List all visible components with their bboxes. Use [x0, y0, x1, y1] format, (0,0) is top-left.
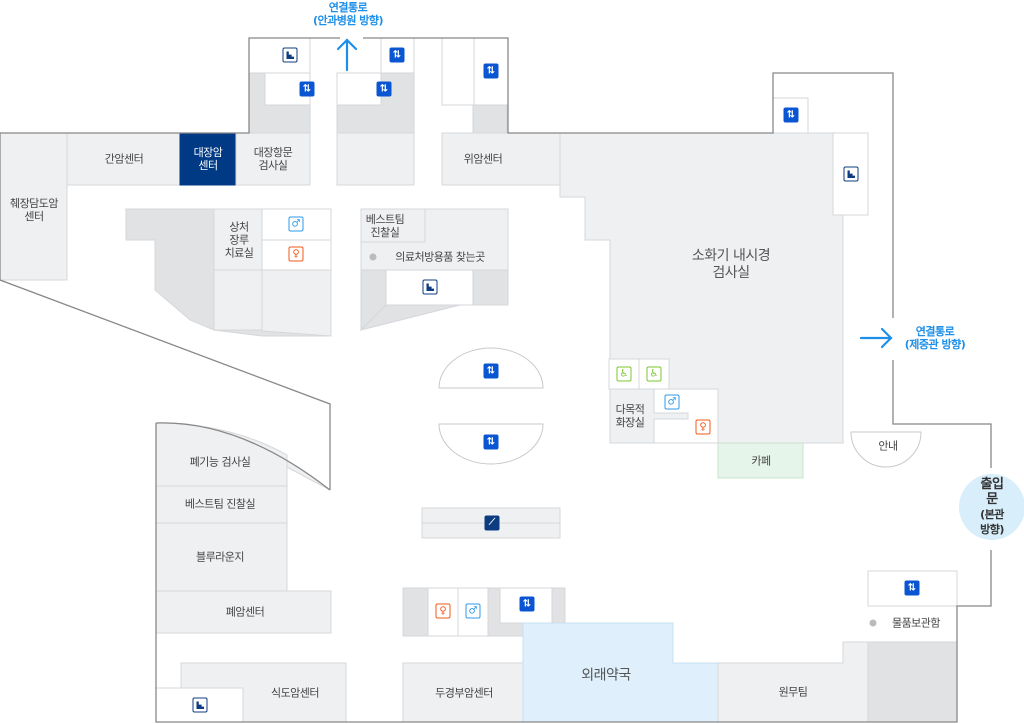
- elevator-icon: ⇅: [783, 107, 799, 123]
- stairs-icon: [192, 697, 208, 713]
- entrance-circle: [959, 474, 1024, 540]
- elevator-icon: ⇅: [483, 434, 499, 450]
- link-north-line1: 연결통로: [328, 1, 368, 14]
- room-pancreas: [0, 132, 68, 281]
- entrance[interactable]: 출입문(본관 방향): [976, 477, 1008, 537]
- room-esophagus-label[interactable]: 식도암센터: [270, 686, 320, 700]
- male-restroom-icon: ♂: [465, 603, 481, 619]
- link-north-line2: (안과병원 방향): [312, 14, 384, 27]
- escalator-icon: ⟋: [484, 515, 500, 531]
- entrance-line1: 출입문: [980, 477, 1004, 507]
- elevator-icon: ⇅: [483, 63, 499, 79]
- elevator-icon: ⇅: [299, 81, 315, 97]
- room-wound-label[interactable]: 상처 장루 치료실: [224, 220, 254, 260]
- room-bestteam2-label[interactable]: 베스트팀 진찰실: [184, 497, 256, 511]
- room-multipurpose-restroom-label[interactable]: 다목적 화장실: [615, 403, 645, 429]
- room-pharmacy-label[interactable]: 외래약국: [581, 667, 631, 684]
- room-anorectal: [235, 132, 311, 186]
- room-stomach-label[interactable]: 위암센터: [463, 152, 503, 166]
- elevator-icon: ⇅: [904, 580, 920, 596]
- elevator-icon: ⇅: [519, 596, 535, 612]
- entrance-line2: (본관 방향): [980, 508, 1004, 536]
- room-lung-function-label[interactable]: 폐기능 검사실: [189, 455, 251, 469]
- room-medsupply-label[interactable]: 의료처방용품 찾는곳: [395, 250, 485, 264]
- female-restroom-icon: ♀: [695, 419, 711, 435]
- info-desk-label[interactable]: 안내: [878, 439, 898, 453]
- link-east[interactable]: 연결통로(제중관 방향): [904, 325, 966, 351]
- female-restroom-icon: ♀: [435, 603, 451, 619]
- lockers-label[interactable]: 물품보관함: [891, 616, 941, 630]
- wheelchair-icon: ♿: [646, 366, 662, 382]
- room-colorectal: [179, 132, 237, 186]
- stairs-icon: [282, 47, 298, 63]
- male-restroom-icon: ♂: [664, 394, 680, 410]
- room-stomach: [441, 132, 561, 186]
- room-admin-label[interactable]: 원무팀: [778, 685, 808, 699]
- female-restroom-icon: ♀: [288, 246, 304, 262]
- room-liver: [66, 132, 181, 186]
- room-pancreas-label[interactable]: 췌장담도암 센터: [9, 197, 59, 223]
- room-endoscopy-label[interactable]: 소화기 내시경 검사실: [691, 248, 771, 281]
- elevator-icon: ⇅: [389, 47, 405, 63]
- medsupply-dot: [369, 253, 377, 261]
- male-restroom-icon: ♂: [288, 216, 304, 232]
- link-east-line2: (제중관 방향): [904, 338, 966, 351]
- stairs-icon: [422, 279, 438, 295]
- wheelchair-icon: ♿: [616, 366, 632, 382]
- room-bestteam1-label[interactable]: 베스트팀 진찰실: [365, 213, 405, 239]
- room-anorectal-label[interactable]: 대장항문 검사실: [253, 146, 293, 172]
- room-headneck-label[interactable]: 두경부암센터: [435, 686, 493, 700]
- elevator-icon: ⇅: [376, 81, 392, 97]
- elevator-icon: ⇅: [483, 363, 499, 379]
- link-east-line1: 연결통로: [915, 325, 955, 338]
- room-lung-cancer-label[interactable]: 폐암센터: [225, 605, 265, 619]
- room-blue-lounge-label[interactable]: 블루라운지: [195, 550, 245, 564]
- room-cafe: [717, 442, 804, 479]
- room-colorectal-label[interactable]: 대장암 센터: [193, 146, 223, 172]
- stairs-icon: [843, 166, 859, 182]
- lockers-dot: [869, 619, 877, 627]
- room-liver-label[interactable]: 간암센터: [104, 152, 144, 166]
- link-north[interactable]: 연결통로(안과병원 방향): [312, 1, 384, 27]
- room-cafe-label[interactable]: 카페: [751, 454, 771, 468]
